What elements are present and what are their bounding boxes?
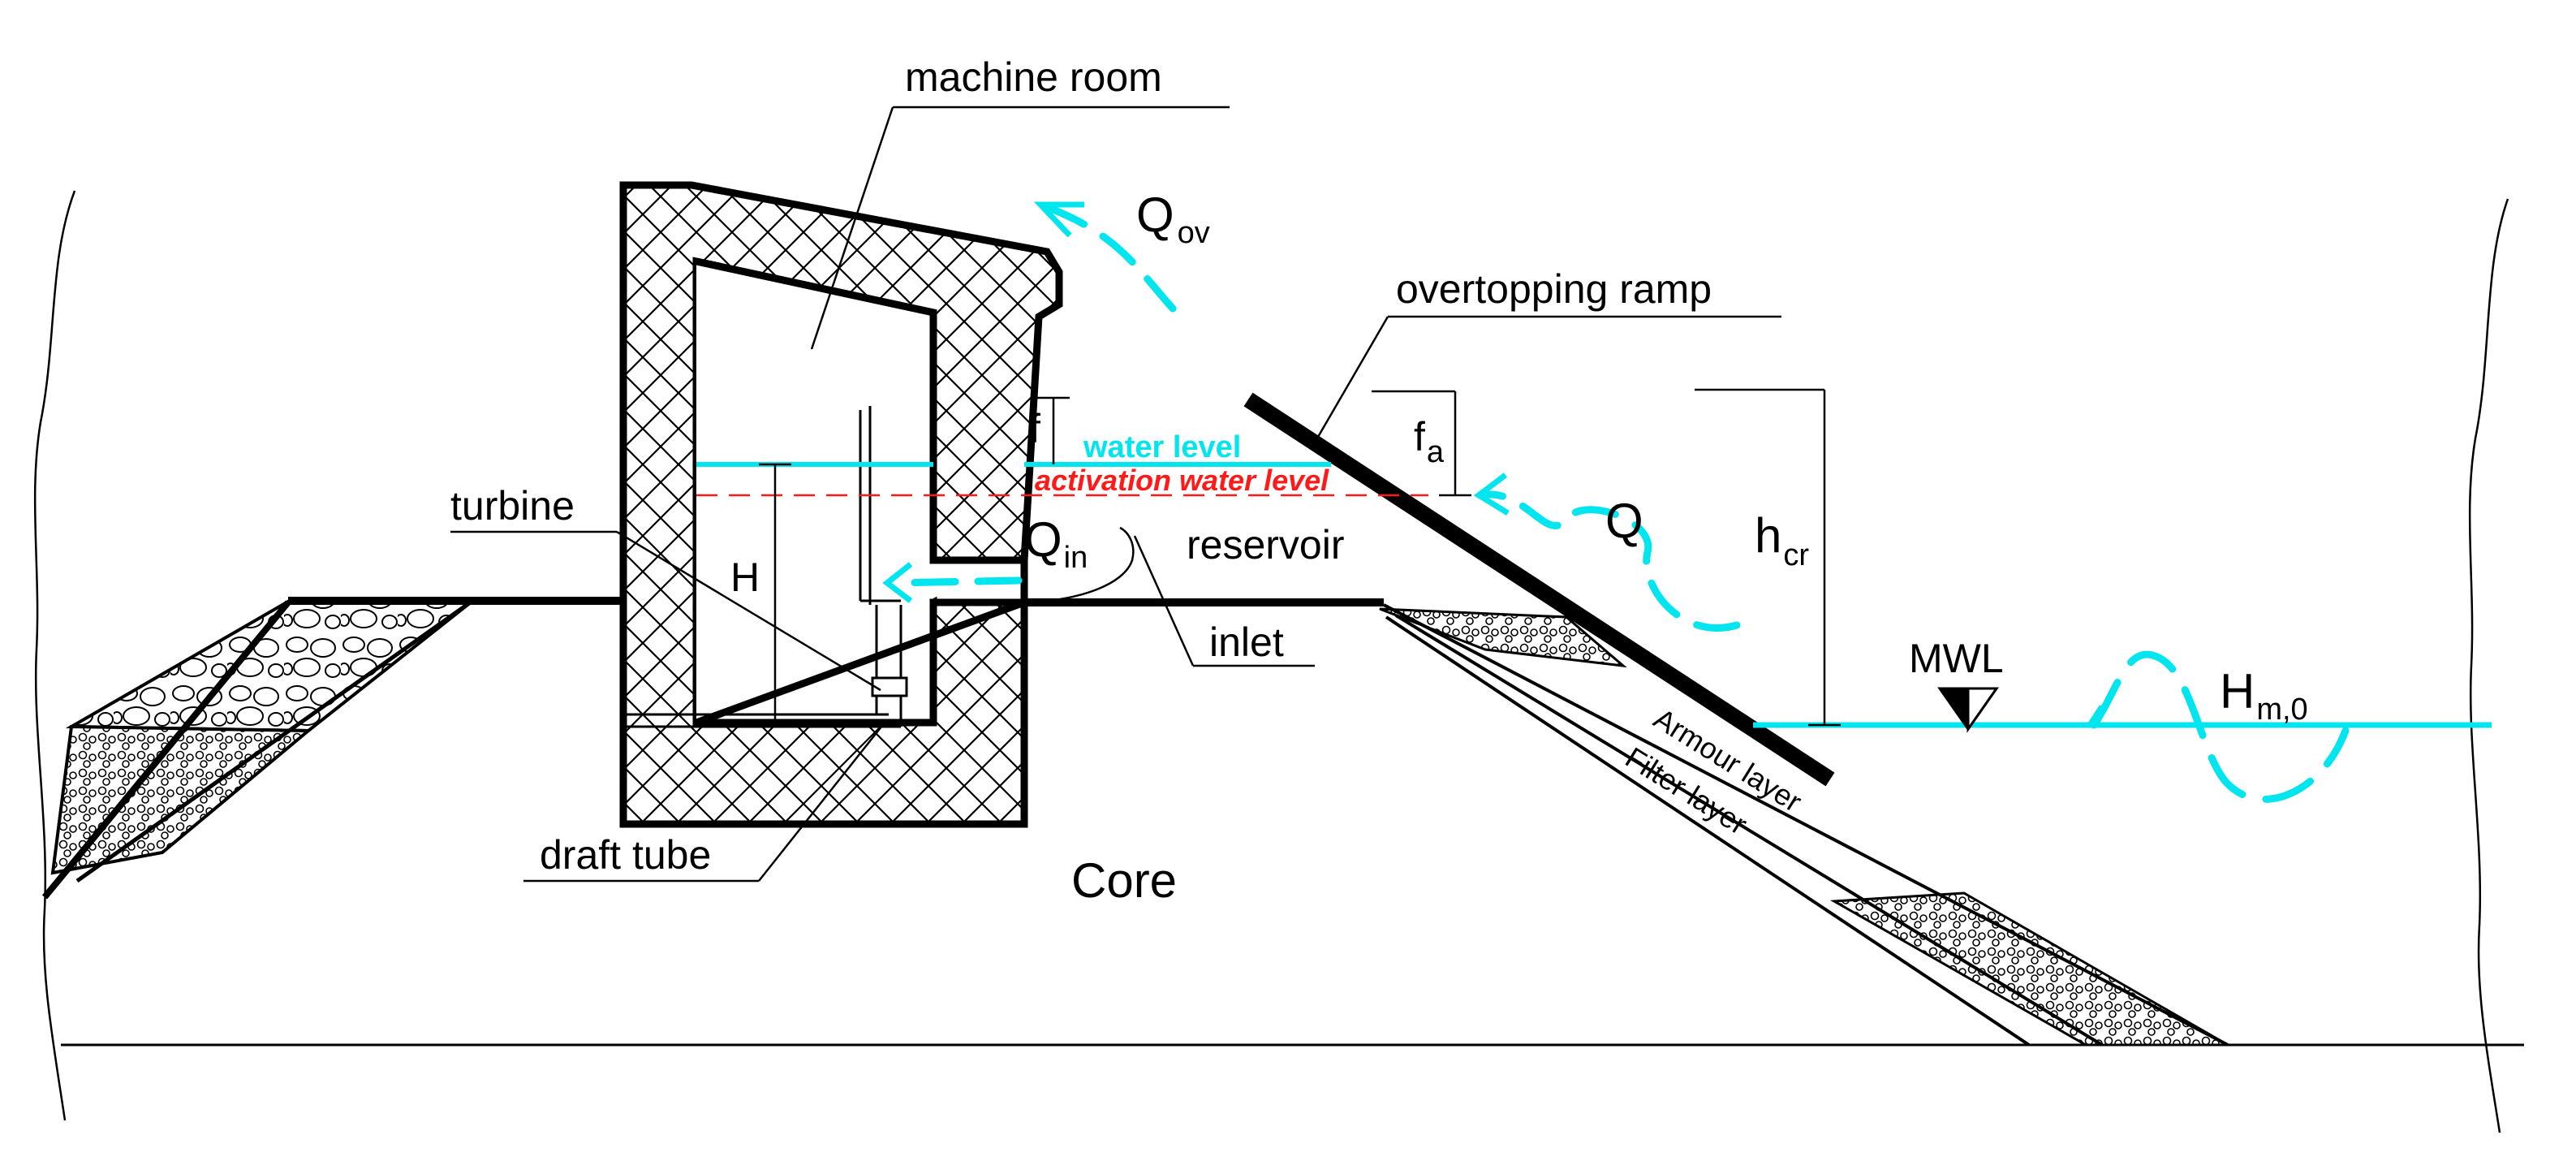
left-filter-gravel bbox=[50, 724, 313, 875]
label-reservoir: reservoir bbox=[1187, 522, 1344, 568]
armour-layer-bottom bbox=[1394, 614, 2104, 1047]
leader-overtopping-ramp bbox=[1313, 316, 1389, 443]
label-turbine: turbine bbox=[450, 483, 575, 529]
label-h-m0: Hm,0 bbox=[2220, 664, 2308, 727]
armour-layer-top bbox=[1383, 603, 2229, 1047]
label-inlet: inlet bbox=[1209, 619, 1284, 665]
q-flow bbox=[1477, 490, 1741, 632]
label-mwl: MWL bbox=[1909, 636, 2004, 681]
incident-wave bbox=[2090, 650, 2350, 803]
label-activation-water-level: activation water level bbox=[1035, 464, 1329, 497]
filter-layer-bottom bbox=[1385, 615, 2031, 1047]
draft-tube bbox=[623, 605, 902, 728]
label-f: f bbox=[1029, 406, 1040, 451]
label-machine-room: machine room bbox=[905, 54, 1162, 100]
left-break-line bbox=[33, 190, 76, 1121]
label-f-a: fa bbox=[1414, 414, 1445, 469]
label-draft-tube: draft tube bbox=[540, 832, 711, 878]
label-q-in: Qin bbox=[1024, 512, 1088, 575]
label-h-cr: hcr bbox=[1755, 508, 1809, 572]
inlet-curve bbox=[1023, 526, 1135, 604]
label-core: Core bbox=[1071, 853, 1177, 908]
label-overtopping-ramp: overtopping ramp bbox=[1396, 266, 1712, 312]
label-water-level: water level bbox=[1083, 430, 1241, 464]
turbine-box bbox=[871, 676, 908, 697]
leader-inlet bbox=[1133, 535, 1195, 667]
label-q: Q bbox=[1605, 494, 1643, 548]
right-armour-rocks-bottom bbox=[1829, 891, 2233, 1047]
q-ov-flow bbox=[1043, 203, 1177, 313]
right-break-line bbox=[2468, 198, 2509, 1133]
label-h: H bbox=[730, 555, 760, 600]
left-slope-surface bbox=[41, 600, 291, 900]
leader-machine-room bbox=[810, 106, 894, 350]
q-in-flow bbox=[889, 576, 1023, 587]
right-armour-rocks-top bbox=[1379, 607, 1627, 668]
overtopping-ramp bbox=[1243, 392, 1835, 787]
